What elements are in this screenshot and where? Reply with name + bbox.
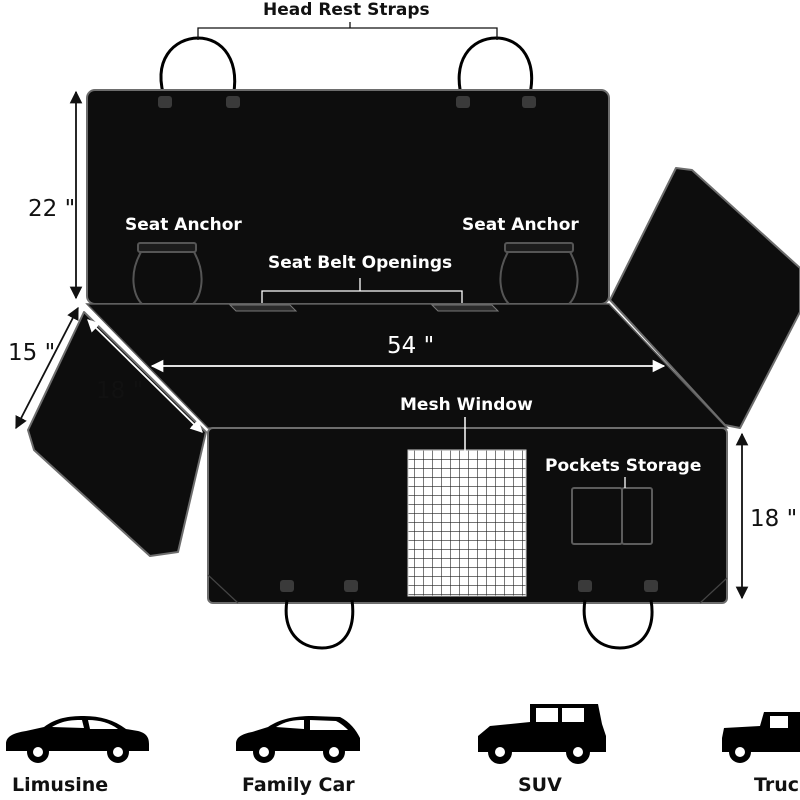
seat-anchor-right-label: Seat Anchor [462, 215, 579, 235]
seat-anchor-left-graphic [132, 242, 203, 305]
dim-arrow-15 [15, 306, 79, 430]
seat-belt-openings-graphic [228, 278, 500, 312]
strap-clips-bottom [280, 580, 658, 592]
bottom-strap-left [284, 599, 355, 650]
head-rest-straps-label: Head Rest Straps [263, 0, 430, 20]
vehicle-label-truc: Truc [754, 774, 800, 796]
vehicle-label-family-car: Family Car [242, 774, 355, 796]
dim-label-54: 54 " [387, 333, 435, 359]
pockets-graphic [571, 477, 653, 545]
mesh-window-label: Mesh Window [400, 395, 533, 415]
dim-arrow-18-flap [87, 319, 203, 433]
mesh-window-graphic [407, 449, 527, 597]
hatchback-icon [236, 716, 360, 763]
pockets-storage-label: Pockets Storage [545, 456, 702, 476]
bottom-strap-right [582, 599, 654, 650]
vehicle-label-suv: SUV [518, 774, 562, 796]
vehicle-label-limusine: Limusine [12, 774, 109, 796]
head-rest-strap-right [457, 36, 534, 103]
dim-label-22: 22 " [28, 196, 76, 222]
dim-label-18-front: 18 " [750, 506, 798, 532]
dim-label-15: 15 " [8, 340, 56, 366]
head-rest-bracket [197, 22, 498, 40]
suv-icon [478, 704, 606, 764]
sedan-icon [6, 716, 149, 763]
strap-clips-top [158, 96, 536, 108]
truck-icon [722, 712, 800, 763]
seat-anchor-right-graphic [499, 242, 579, 305]
seat-belt-openings-label: Seat Belt Openings [268, 253, 453, 273]
dim-label-18-flap: 18 " [96, 378, 144, 404]
seat-anchor-left-label: Seat Anchor [125, 215, 242, 235]
right-side-flap [609, 167, 800, 429]
